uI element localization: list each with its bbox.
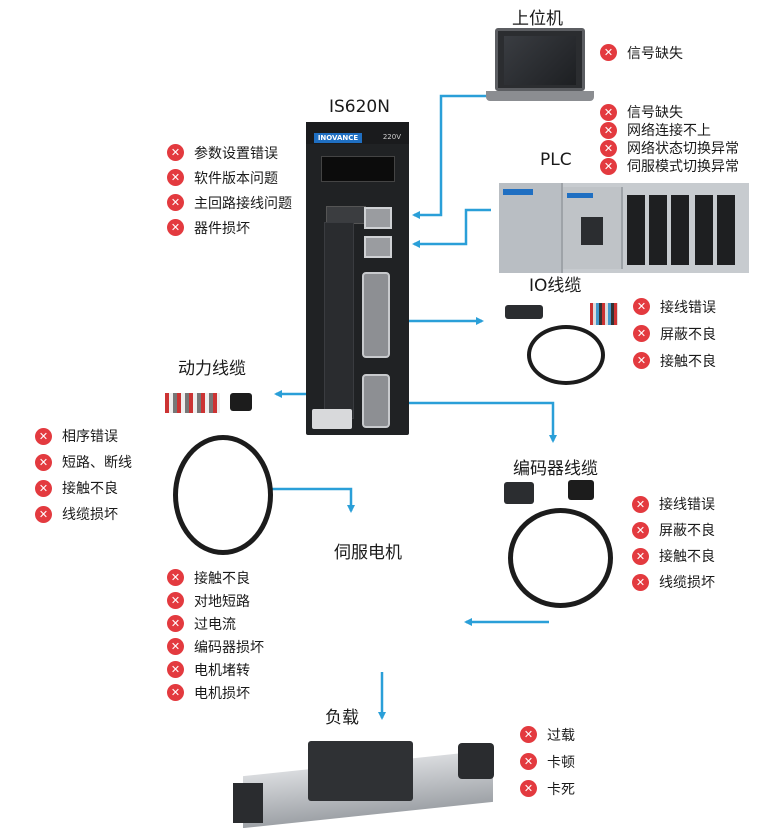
drive-fault-list: ✕参数设置错误 ✕软件版本问题 ✕主回路接线问题 ✕器件损坏 xyxy=(167,140,292,240)
fault-item: ✕屏蔽不良 xyxy=(632,517,715,543)
error-icon: ✕ xyxy=(167,194,184,211)
terminal-strip xyxy=(324,222,354,419)
error-icon: ✕ xyxy=(633,325,650,342)
io-cable-title: IO线缆 xyxy=(529,276,582,296)
error-icon: ✕ xyxy=(632,547,649,565)
cn-port-2 xyxy=(364,236,392,258)
plc-image xyxy=(499,183,749,273)
error-icon: ✕ xyxy=(632,495,649,513)
error-icon: ✕ xyxy=(167,144,184,161)
power-cable-image xyxy=(165,385,275,555)
error-icon: ✕ xyxy=(600,103,617,121)
fault-item: ✕信号缺失 xyxy=(600,103,739,121)
encoder-cable-fault-list: ✕接线错误 ✕屏蔽不良 ✕接触不良 ✕线缆损坏 xyxy=(632,491,715,595)
error-icon: ✕ xyxy=(520,726,537,743)
fault-item: ✕器件损坏 xyxy=(167,215,292,240)
arrow-power-cable-to-motor xyxy=(270,487,355,513)
error-icon: ✕ xyxy=(167,661,184,678)
fault-item: ✕电机堵转 xyxy=(167,658,264,681)
error-icon: ✕ xyxy=(35,453,52,471)
error-icon: ✕ xyxy=(167,569,184,586)
fault-item: ✕过载 xyxy=(520,721,575,748)
fault-item: ✕软件版本问题 xyxy=(167,165,292,190)
load-title: 负载 xyxy=(325,708,359,728)
host-fault-list: ✕信号缺失 xyxy=(600,40,683,65)
fault-item: ✕伺服模式切换异常 xyxy=(600,157,739,175)
fault-item: ✕相序错误 xyxy=(35,423,132,449)
fault-item: ✕接触不良 xyxy=(35,475,132,501)
motor-title: 伺服电机 xyxy=(334,543,402,563)
arrow-drive-to-encoder-cable xyxy=(409,401,557,443)
fault-item: ✕接线错误 xyxy=(633,293,716,320)
brand-label: INOVANCE xyxy=(314,133,362,143)
encoder-cable-title: 编码器线缆 xyxy=(513,459,598,479)
error-icon: ✕ xyxy=(167,219,184,236)
fault-item: ✕接触不良 xyxy=(167,566,264,589)
load-fault-list: ✕过载 ✕卡顿 ✕卡死 xyxy=(520,721,575,802)
fault-item: ✕网络状态切换异常 xyxy=(600,139,739,157)
error-icon: ✕ xyxy=(600,157,617,175)
error-icon: ✕ xyxy=(520,780,537,797)
error-icon: ✕ xyxy=(520,753,537,770)
error-icon: ✕ xyxy=(167,638,184,655)
error-icon: ✕ xyxy=(632,521,649,539)
error-icon: ✕ xyxy=(35,427,52,445)
error-icon: ✕ xyxy=(167,684,184,701)
ground-screws xyxy=(312,409,352,429)
fault-item: ✕网络连接不上 xyxy=(600,121,739,139)
fault-item: ✕主回路接线问题 xyxy=(167,190,292,215)
fault-item: ✕卡死 xyxy=(520,775,575,802)
drive-display xyxy=(321,156,395,182)
fault-item: ✕信号缺失 xyxy=(600,40,683,65)
error-icon: ✕ xyxy=(167,169,184,186)
io-cable-image xyxy=(505,295,620,390)
fault-item: ✕对地短路 xyxy=(167,589,264,612)
cn-port-1 xyxy=(364,207,392,229)
error-icon: ✕ xyxy=(35,505,52,523)
fault-item: ✕过电流 xyxy=(167,612,264,635)
fault-item: ✕线缆损坏 xyxy=(35,501,132,527)
encoder-cable-image xyxy=(498,478,616,608)
fault-item: ✕线缆损坏 xyxy=(632,569,715,595)
error-icon: ✕ xyxy=(633,352,650,369)
error-icon: ✕ xyxy=(632,573,649,591)
servo-drive-image: INOVANCE 220V xyxy=(306,122,409,435)
plc-fault-list: ✕信号缺失 ✕网络连接不上 ✕网络状态切换异常 ✕伺服模式切换异常 xyxy=(600,103,739,175)
cn1-connector xyxy=(362,272,390,358)
voltage-label: 220V xyxy=(382,133,401,141)
laptop-image xyxy=(495,28,585,91)
error-icon: ✕ xyxy=(633,298,650,315)
linear-slide-image xyxy=(233,735,498,828)
error-icon: ✕ xyxy=(600,44,617,61)
error-icon: ✕ xyxy=(167,615,184,632)
error-icon: ✕ xyxy=(600,121,617,139)
io-cable-fault-list: ✕接线错误 ✕屏蔽不良 ✕接触不良 xyxy=(633,293,716,374)
error-icon: ✕ xyxy=(600,139,617,157)
fault-item: ✕短路、断线 xyxy=(35,449,132,475)
arrow-host-to-drive xyxy=(412,94,487,219)
power-cable-fault-list: ✕相序错误 ✕短路、断线 ✕接触不良 ✕线缆损坏 xyxy=(35,423,132,527)
laptop-keyboard-image xyxy=(486,91,594,101)
fault-item: ✕屏蔽不良 xyxy=(633,320,716,347)
error-icon: ✕ xyxy=(167,592,184,609)
fault-item: ✕接线错误 xyxy=(632,491,715,517)
fault-item: ✕接触不良 xyxy=(632,543,715,569)
fault-item: ✕接触不良 xyxy=(633,347,716,374)
plc-cpu-module xyxy=(499,183,563,273)
drive-title: IS620N xyxy=(329,97,390,117)
fault-item: ✕参数设置错误 xyxy=(167,140,292,165)
error-icon: ✕ xyxy=(35,479,52,497)
motor-fault-list: ✕接触不良 ✕对地短路 ✕过电流 ✕编码器损坏 ✕电机堵转 ✕电机损坏 xyxy=(167,566,264,704)
fault-item: ✕卡顿 xyxy=(520,748,575,775)
cn2-connector xyxy=(362,374,390,428)
plc-title: PLC xyxy=(540,150,572,170)
fault-item: ✕电机损坏 xyxy=(167,681,264,704)
power-cable-title: 动力线缆 xyxy=(178,359,246,379)
fault-item: ✕编码器损坏 xyxy=(167,635,264,658)
host-title: 上位机 xyxy=(512,9,563,29)
arrow-plc-to-drive xyxy=(412,208,491,248)
